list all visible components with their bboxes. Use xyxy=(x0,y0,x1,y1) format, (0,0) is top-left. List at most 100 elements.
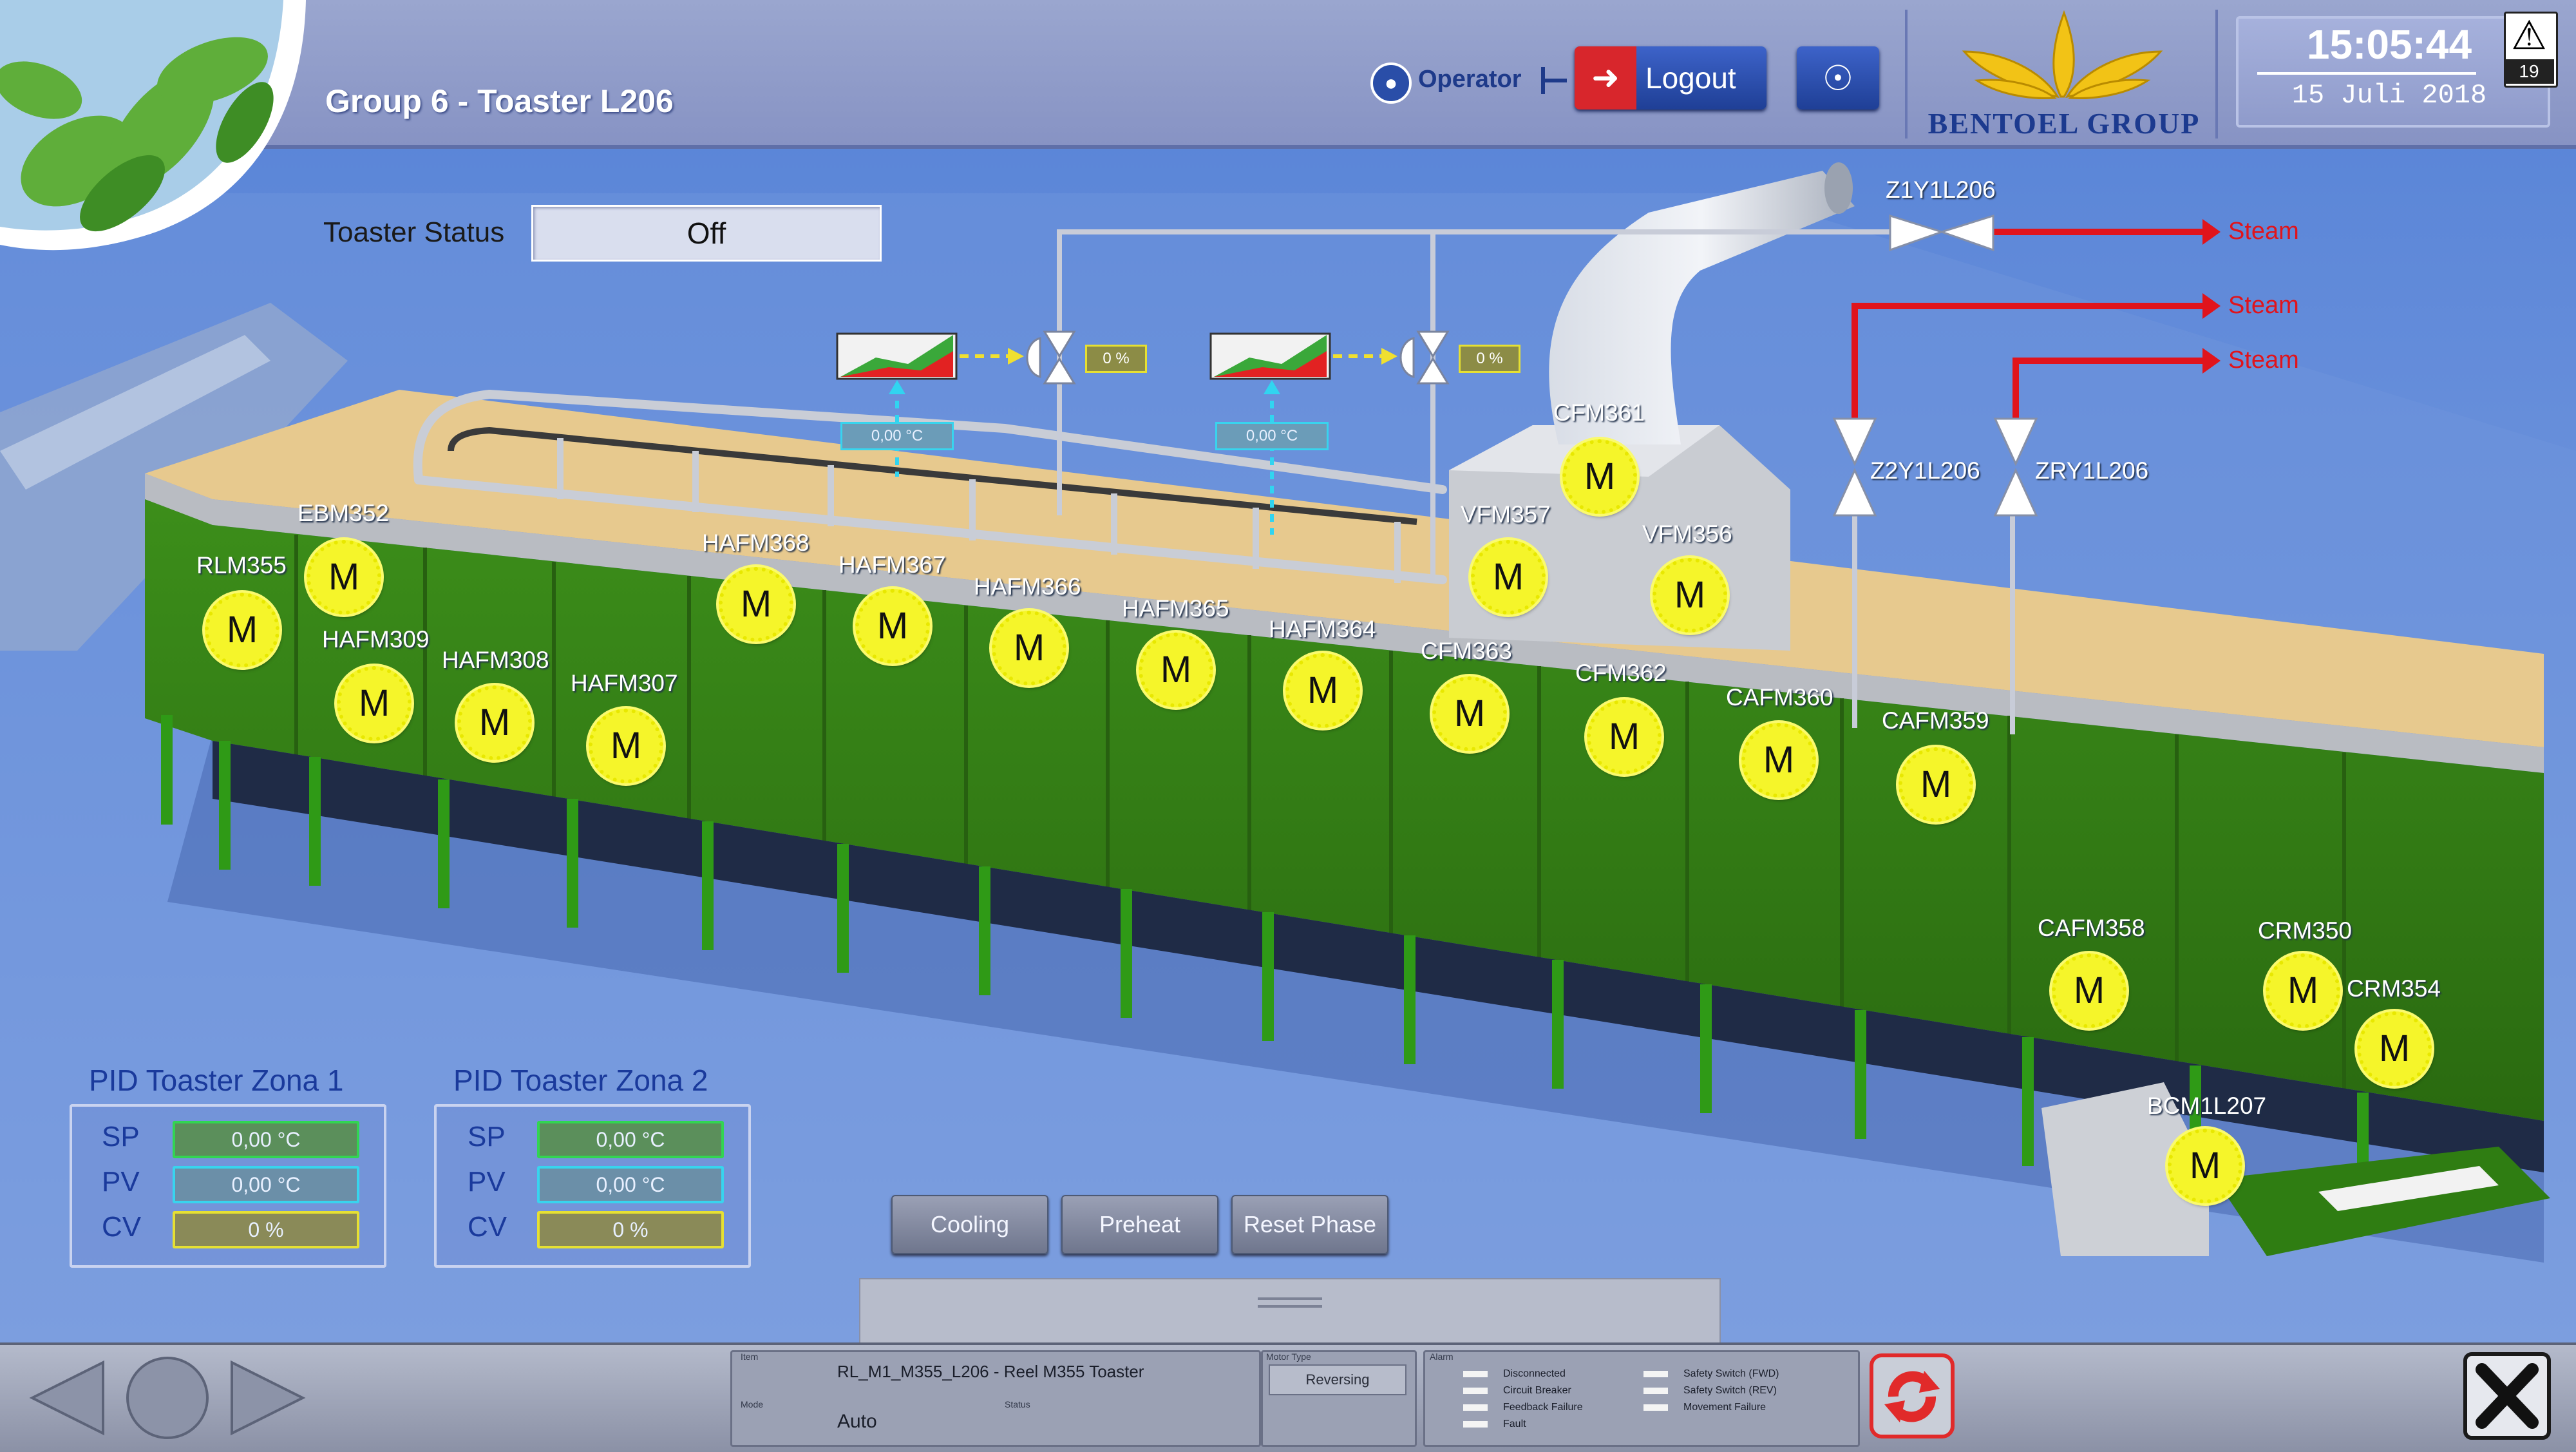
trend-icon-zone1 xyxy=(836,332,958,380)
motor-ebm352[interactable]: M xyxy=(307,540,381,615)
pid-sp-label: SP xyxy=(468,1121,506,1152)
motor-hafm365[interactable]: M xyxy=(1139,633,1213,707)
valve-output-zone1: 0 % xyxy=(1085,345,1147,373)
motor-label: BCM1L207 xyxy=(2147,1093,2267,1119)
legend-fault: Fault xyxy=(1463,1419,1526,1430)
motor-hafm309[interactable]: M xyxy=(337,666,412,741)
page-title: Group 6 - Toaster L206 xyxy=(325,83,674,119)
bentoel-leaf-logo xyxy=(1962,10,2163,99)
alarm-panel-label: Alarm xyxy=(1430,1352,1454,1362)
motor-hafm366[interactable]: M xyxy=(992,611,1066,685)
pid-cv-label: CV xyxy=(102,1211,142,1243)
pid-zone1-cv-value: 0 % xyxy=(173,1211,359,1248)
operator-connector-tick xyxy=(1541,67,1545,94)
motor-label: HAFM307 xyxy=(571,670,678,696)
legend-safety-switch-fwd: Safety Switch (FWD) xyxy=(1643,1368,1779,1380)
reset-phase-button[interactable]: Reset Phase xyxy=(1231,1195,1388,1254)
header-bar xyxy=(0,0,2576,149)
motor-label: HAFM366 xyxy=(974,573,1081,600)
motor-label: CRM354 xyxy=(2347,975,2441,1002)
outfeed-chute xyxy=(2041,1082,2209,1256)
close-x-icon xyxy=(2463,1352,2551,1440)
brand-name: BENTOEL GROUP xyxy=(1927,107,2201,140)
grip-line xyxy=(1258,1305,1322,1308)
motor-cfm362[interactable]: M xyxy=(1587,700,1662,774)
arrow-left-icon xyxy=(29,1360,104,1436)
pid-sp-label: SP xyxy=(102,1121,140,1152)
motor-hafm368[interactable]: M xyxy=(719,567,793,642)
machine-base xyxy=(213,741,2544,1172)
grip-line xyxy=(1258,1297,1322,1300)
motor-label: CAFM359 xyxy=(1882,707,1989,734)
pid-zone2-title: PID Toaster Zona 2 xyxy=(453,1064,708,1097)
refresh-icon xyxy=(1870,1353,1955,1438)
motor-bcm1l207[interactable]: M xyxy=(2168,1129,2242,1203)
valve-label-zry: ZRY1L206 xyxy=(2035,457,2149,484)
motor-label: HAFM368 xyxy=(702,530,810,556)
lifebuoy-icon: ☉ xyxy=(1822,57,1854,99)
pid-zone1-title: PID Toaster Zona 1 xyxy=(89,1064,344,1097)
motor-vfm357[interactable]: M xyxy=(1471,540,1546,615)
alarm-legend-panel xyxy=(1423,1350,1860,1447)
motor-cafm359[interactable]: M xyxy=(1899,747,1973,822)
motor-label: RLM355 xyxy=(196,552,287,578)
motor-crm354[interactable]: M xyxy=(2357,1011,2432,1086)
motor-rlm355[interactable]: M xyxy=(205,593,279,667)
motor-label: EBM352 xyxy=(298,500,389,526)
motor-label: CAFM358 xyxy=(2038,915,2145,941)
reset-alarm-button[interactable] xyxy=(1868,1352,1956,1440)
popup-drawer-handle[interactable] xyxy=(859,1278,1721,1345)
motor-cfm361[interactable]: M xyxy=(1562,439,1637,514)
alarm-count: 19 xyxy=(2504,59,2554,84)
motor-hafm364[interactable]: M xyxy=(1285,653,1360,728)
motor-label: HAFM365 xyxy=(1122,595,1229,622)
motor-vfm356[interactable]: M xyxy=(1653,558,1727,633)
valve-z2y-icon xyxy=(1832,417,1877,517)
motor-label: VFM356 xyxy=(1642,521,1732,547)
motor-type-label: Motor Type xyxy=(1266,1352,1311,1362)
pid-pv-label: PV xyxy=(102,1166,140,1198)
warning-icon: ⚠ xyxy=(2511,12,2547,59)
clock-time: 15:05:44 xyxy=(2306,21,2472,68)
logout-button[interactable]: ➜ Logout xyxy=(1575,46,1766,110)
header-divider xyxy=(2215,10,2218,139)
next-screen-button[interactable] xyxy=(219,1350,316,1446)
prev-screen-button[interactable] xyxy=(19,1350,116,1446)
home-screen-button[interactable] xyxy=(119,1350,216,1446)
motor-label: HAFM309 xyxy=(322,626,430,653)
item-name-value: RL_M1_M355_L206 - Reel M355 Toaster xyxy=(837,1362,1144,1381)
circle-home-icon xyxy=(126,1357,209,1439)
legend-safety-switch-rev: Safety Switch (REV) xyxy=(1643,1385,1777,1397)
legend-movement-failure: Movement Failure xyxy=(1643,1402,1766,1413)
reversing-status: Reversing xyxy=(1269,1364,1406,1395)
clock-date: 15 Juli 2018 xyxy=(2291,80,2487,111)
preheat-button[interactable]: Preheat xyxy=(1061,1195,1218,1254)
motor-cafm360[interactable]: M xyxy=(1741,723,1816,798)
clock-divider xyxy=(2257,72,2476,75)
motor-label: CRM350 xyxy=(2258,917,2352,944)
help-button[interactable]: ☉ xyxy=(1797,46,1879,110)
mode-value: Auto xyxy=(837,1411,877,1432)
close-button[interactable] xyxy=(2463,1352,2552,1440)
legend-feedback-failure: Feedback Failure xyxy=(1463,1402,1583,1413)
motor-hafm307[interactable]: M xyxy=(589,709,663,783)
operator-connector xyxy=(1541,79,1567,82)
arrow-right-icon xyxy=(231,1360,306,1436)
motor-label: HAFM308 xyxy=(442,647,549,673)
pid-zone1-sp-field[interactable]: 0,00 °C xyxy=(173,1121,359,1158)
valve-label-z2y: Z2Y1L206 xyxy=(1870,457,1980,484)
motor-label: CAFM360 xyxy=(1726,684,1833,711)
pid-zone2-sp-field[interactable]: 0,00 °C xyxy=(537,1121,724,1158)
temp-readout-zone2: 0,00 °C xyxy=(1215,422,1329,450)
cooling-button[interactable]: Cooling xyxy=(891,1195,1048,1254)
motor-cfm363[interactable]: M xyxy=(1432,676,1507,751)
motor-crm350[interactable]: M xyxy=(2266,953,2340,1028)
motor-hafm367[interactable]: M xyxy=(855,589,930,664)
motor-label: CFM363 xyxy=(1421,638,1512,664)
valve-output-zone2: 0 % xyxy=(1459,345,1520,373)
motor-cafm358[interactable]: M xyxy=(2052,953,2126,1028)
motor-hafm308[interactable]: M xyxy=(457,685,532,760)
pid-zone2-cv-value: 0 % xyxy=(537,1211,724,1248)
steam-label-2: Steam xyxy=(2228,292,2299,319)
legend-disconnected: Disconnected xyxy=(1463,1368,1566,1380)
